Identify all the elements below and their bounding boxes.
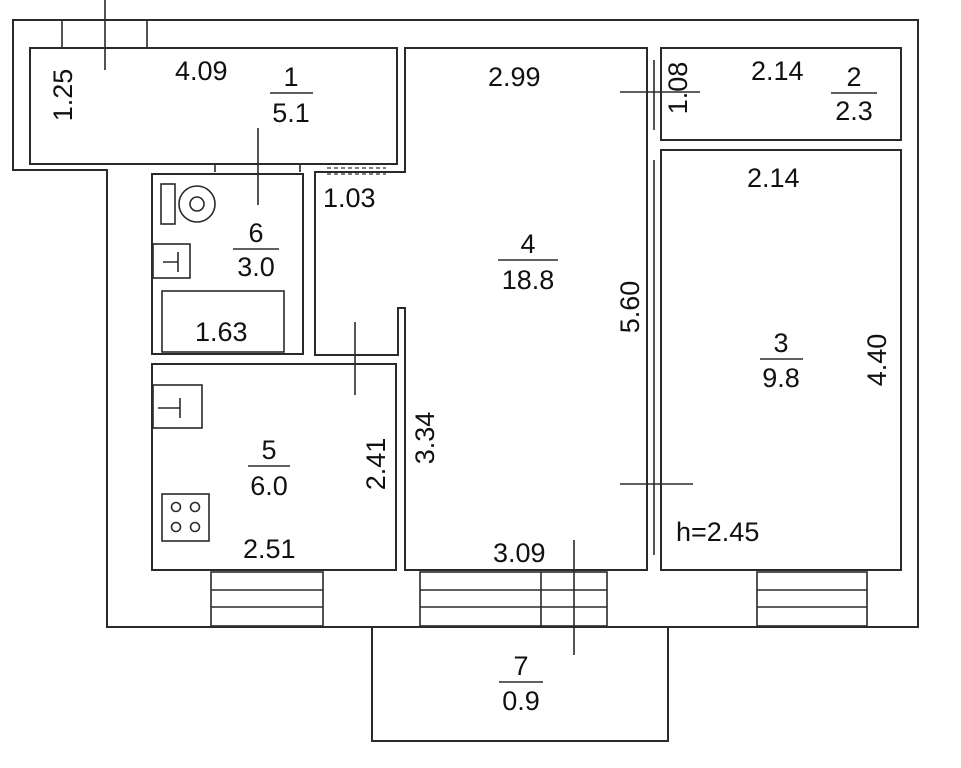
- dim-room4-bottom: 3.09: [493, 538, 546, 568]
- dim-room3-width: 4.40: [862, 334, 892, 387]
- corridor-door-dash: [327, 167, 386, 175]
- room-number: 7: [513, 651, 528, 681]
- room-area: 6.0: [250, 471, 288, 501]
- room-6-label: 6 3.0: [233, 218, 279, 282]
- window-living: [419, 571, 608, 627]
- top-window-stub: [61, 20, 148, 48]
- room-4-label: 4 18.8: [498, 229, 558, 295]
- room-1-outline: [29, 47, 398, 165]
- dim-room4-left: 3.34: [410, 412, 440, 465]
- dim-corridor-width: 1.03: [323, 183, 376, 213]
- room-6-outline: [151, 173, 304, 355]
- room-area: 3.0: [237, 252, 275, 282]
- room-area: 18.8: [502, 265, 555, 295]
- dim-room5-length: 2.51: [243, 534, 296, 564]
- dim-room1-width: 1.25: [48, 69, 78, 122]
- dim-room3-length: 2.14: [747, 163, 800, 193]
- sink-icon: [152, 243, 191, 279]
- room-number: 2: [846, 62, 861, 92]
- kitchen-sink-icon: [152, 384, 203, 429]
- room-1-label: 1 5.1: [270, 62, 313, 128]
- toilet-icon: [160, 183, 216, 225]
- bathtub: [161, 290, 285, 353]
- room-number: 6: [248, 218, 263, 248]
- ceiling-height-label: h=2.45: [676, 517, 759, 547]
- room-5-outline: [151, 363, 397, 571]
- room-5-label: 5 6.0: [248, 435, 290, 501]
- room-area: 5.1: [272, 98, 310, 128]
- room-2-label: 2 2.3: [831, 62, 877, 126]
- room-7-label: 7 0.9: [499, 651, 543, 716]
- room-area: 0.9: [502, 686, 540, 716]
- room-4-outline: [314, 47, 648, 571]
- stove-icon: [161, 493, 210, 542]
- room-area: 2.3: [835, 96, 873, 126]
- room-number: 3: [773, 328, 788, 358]
- balcony-outline: [371, 627, 669, 742]
- window-bedroom: [756, 571, 868, 627]
- window-kitchen: [210, 571, 324, 627]
- outer-wall: [12, 19, 919, 628]
- dim-room4-height: 5.60: [615, 281, 645, 334]
- room-2-outline: [660, 47, 902, 141]
- room-number: 1: [283, 62, 298, 92]
- room-3-label: 3 9.8: [760, 328, 803, 393]
- room-number: 4: [520, 229, 535, 259]
- room-area: 9.8: [762, 363, 800, 393]
- dim-bath-length: 1.63: [195, 317, 248, 347]
- room-3-outline: [660, 149, 902, 571]
- dim-room1-length: 4.09: [175, 56, 228, 86]
- room-number: 5: [261, 435, 276, 465]
- dim-room4-top: 2.99: [488, 62, 541, 92]
- dim-room2-length: 2.14: [751, 56, 804, 86]
- room-1-door-mark: [214, 164, 301, 172]
- dim-room5-height: 2.41: [361, 438, 391, 491]
- dim-room2-width: 1.08: [663, 62, 693, 115]
